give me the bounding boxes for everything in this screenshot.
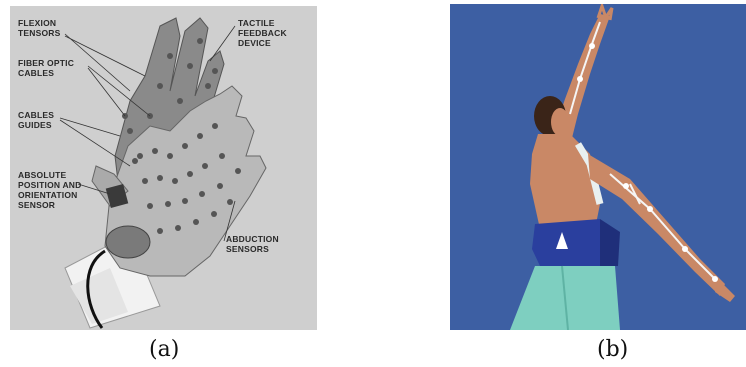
data-glove-image: FLEXION TENSORS FIBER OPTIC CABLES CABLE… [10, 6, 317, 330]
glove-illustration [10, 6, 317, 330]
absolute-position-sensor-label: ABSOLUTE POSITION AND ORIENTATION SENSOR [18, 170, 81, 210]
fiber-optic-cables-label: FIBER OPTIC CABLES [18, 58, 74, 78]
motion-capture-photo [450, 4, 746, 330]
caption-b: (b) [597, 337, 628, 362]
abduction-sensors-label: ABDUCTION SENSORS [226, 234, 279, 254]
dancer-illustration [450, 4, 746, 330]
tactile-feedback-device-label: TACTILE FEEDBACK DEVICE [238, 18, 287, 48]
caption-a: (a) [149, 337, 179, 362]
cables-guides-label: CABLES GUIDES [18, 110, 54, 130]
flexion-tensors-label: FLEXION TENSORS [18, 18, 61, 38]
